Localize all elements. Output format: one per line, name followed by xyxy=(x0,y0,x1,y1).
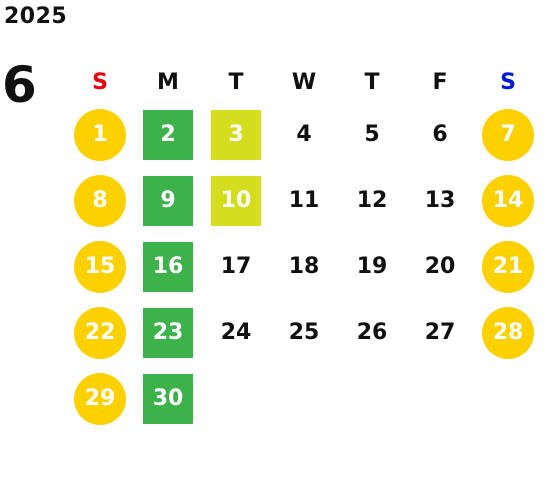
day-cell: 25 xyxy=(288,320,320,345)
day-cell: 14 xyxy=(482,175,534,227)
day-cell: 28 xyxy=(482,307,534,359)
weekday-saturday: S xyxy=(500,69,516,95)
day-cell: 15 xyxy=(74,241,126,293)
day-cell: 13 xyxy=(424,188,456,213)
weekday-header: S M T W T F S xyxy=(66,62,542,102)
day-cell: 11 xyxy=(288,188,320,213)
day-cell: 6 xyxy=(432,122,448,147)
day-cell: 27 xyxy=(424,320,456,345)
day-cell: 9 xyxy=(143,176,193,226)
month-label: 6 xyxy=(2,56,37,114)
day-cell: 7 xyxy=(482,109,534,161)
day-cell: 24 xyxy=(220,320,252,345)
day-cell: 17 xyxy=(220,254,252,279)
week-row: 1 2 3 4 5 6 7 xyxy=(66,102,542,168)
day-cell: 30 xyxy=(143,374,193,424)
day-cell: 22 xyxy=(74,307,126,359)
week-row: 22 23 24 25 26 27 28 xyxy=(66,300,542,366)
day-cell: 12 xyxy=(356,188,388,213)
day-cell: 26 xyxy=(356,320,388,345)
weekday-tuesday: T xyxy=(228,69,244,95)
day-cell: 2 xyxy=(143,110,193,160)
day-cell: 21 xyxy=(482,241,534,293)
weekday-monday: M xyxy=(157,69,179,95)
day-cell: 20 xyxy=(424,254,456,279)
week-row: 8 9 10 11 12 13 14 xyxy=(66,168,542,234)
day-cell: 19 xyxy=(356,254,388,279)
weekday-thursday: T xyxy=(364,69,380,95)
weekday-friday: F xyxy=(432,69,448,95)
day-cell: 29 xyxy=(74,373,126,425)
year-label: 2025 xyxy=(4,4,68,29)
weekday-sunday: S xyxy=(92,69,108,95)
day-cell: 1 xyxy=(74,109,126,161)
day-cell: 18 xyxy=(288,254,320,279)
day-cell: 8 xyxy=(74,175,126,227)
day-cell: 16 xyxy=(143,242,193,292)
day-cell: 23 xyxy=(143,308,193,358)
week-row: 15 16 17 18 19 20 21 xyxy=(66,234,542,300)
day-cell: 5 xyxy=(364,122,380,147)
weekday-wednesday: W xyxy=(291,69,317,95)
week-row: 29 30 xyxy=(66,366,542,432)
calendar-grid: S M T W T F S 1 2 3 4 5 6 7 8 9 10 11 12… xyxy=(66,62,542,432)
day-cell: 3 xyxy=(211,110,261,160)
day-cell: 4 xyxy=(296,122,312,147)
day-cell: 10 xyxy=(211,176,261,226)
